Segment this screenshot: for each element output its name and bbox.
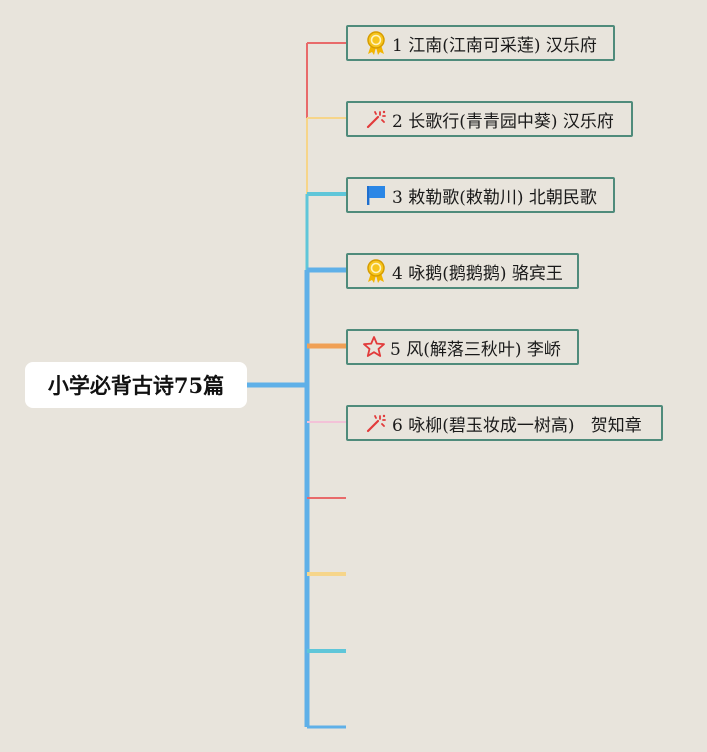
fireworks-icon	[364, 107, 388, 131]
award-ribbon-icon	[364, 259, 388, 283]
topic-label: 2 长歌行(青青园中葵) 汉乐府	[392, 111, 614, 132]
topic-label: 1 江南(江南可采莲) 汉乐府	[392, 35, 597, 56]
root-topic[interactable]: 小学必背古诗75篇	[25, 362, 247, 408]
topic-label: 6 咏柳(碧玉妆成一树高) 贺知章	[392, 415, 642, 436]
topic-node-6[interactable]: 6 咏柳(碧玉妆成一树高) 贺知章	[346, 405, 663, 441]
root-topic-label: 小学必背古诗75篇	[47, 373, 225, 398]
topic-label: 5 风(解落三秋叶) 李峤	[390, 339, 561, 360]
topic-label: 4 咏鹅(鹅鹅鹅) 骆宾王	[392, 263, 563, 284]
blue-flag-icon	[364, 183, 388, 207]
star-outline-icon	[362, 335, 386, 359]
topic-label: 3 敕勒歌(敕勒川) 北朝民歌	[392, 187, 597, 208]
topic-node-1[interactable]: 1 江南(江南可采莲) 汉乐府	[346, 25, 615, 61]
topic-node-3[interactable]: 3 敕勒歌(敕勒川) 北朝民歌	[346, 177, 615, 213]
topic-node-2[interactable]: 2 长歌行(青青园中葵) 汉乐府	[346, 101, 633, 137]
topic-node-4[interactable]: 4 咏鹅(鹅鹅鹅) 骆宾王	[346, 253, 579, 289]
topic-node-5[interactable]: 5 风(解落三秋叶) 李峤	[346, 329, 579, 365]
fireworks-icon	[364, 411, 388, 435]
award-ribbon-icon	[364, 31, 388, 55]
